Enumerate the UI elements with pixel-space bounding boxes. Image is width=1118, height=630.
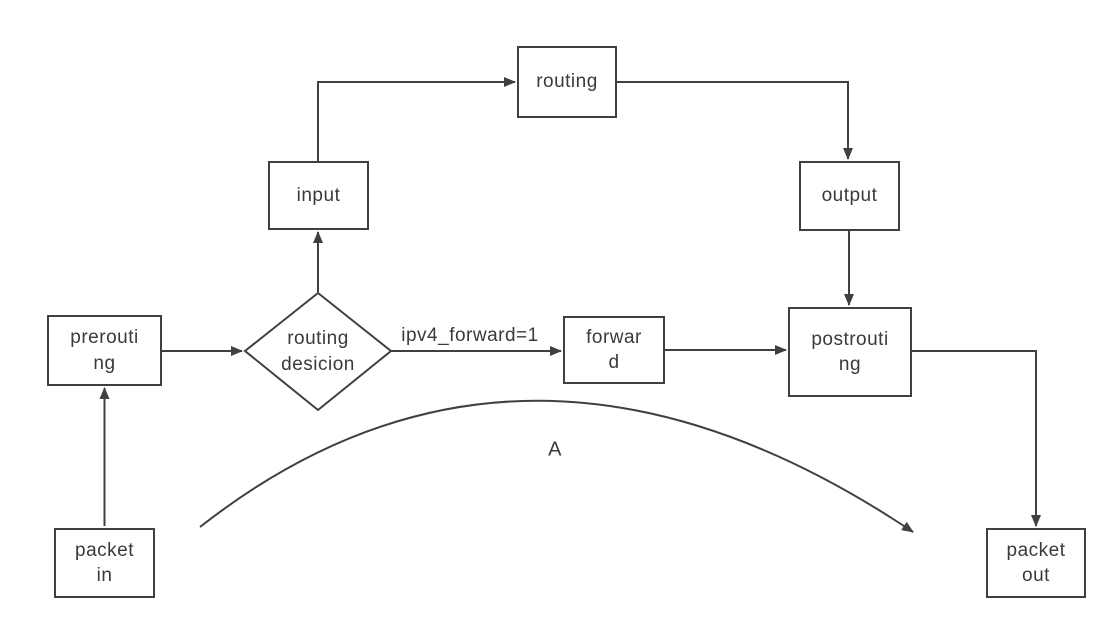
node-input: input xyxy=(268,161,369,230)
node-postrouting-label: postrouti ng xyxy=(811,328,889,375)
edge-input-routing xyxy=(317,77,516,161)
edge-label-ipv4-forward: ipv4_forward=1 xyxy=(401,325,539,346)
node-postrouting: postrouti ng xyxy=(788,307,912,397)
node-routing-decision: routing desicion xyxy=(245,293,391,410)
routing-decision-shape xyxy=(243,291,393,412)
node-packet-out-label: packet out xyxy=(1006,539,1066,586)
node-output: output xyxy=(799,161,900,231)
node-forward: forwar d xyxy=(563,316,665,384)
node-packet-in: packet in xyxy=(54,528,155,598)
node-routing: routing xyxy=(517,46,617,118)
node-routing-decision-label: routing desicion xyxy=(281,328,355,375)
node-packet-in-label: packet in xyxy=(75,539,134,586)
node-input-label: input xyxy=(296,184,341,206)
edge-postrouting-packetout xyxy=(912,350,1041,527)
curve-bypass-arrow xyxy=(199,399,914,533)
node-prerouting-label: prerouti ng xyxy=(70,327,139,374)
node-prerouting: prerouti ng xyxy=(47,315,162,386)
node-packet-out: packet out xyxy=(986,528,1086,598)
node-routing-label: routing xyxy=(536,71,598,93)
node-forward-label: forwar d xyxy=(586,326,642,373)
edge-label-a: A xyxy=(548,438,562,461)
node-output-label: output xyxy=(821,185,878,207)
edge-routing-output xyxy=(617,81,853,160)
